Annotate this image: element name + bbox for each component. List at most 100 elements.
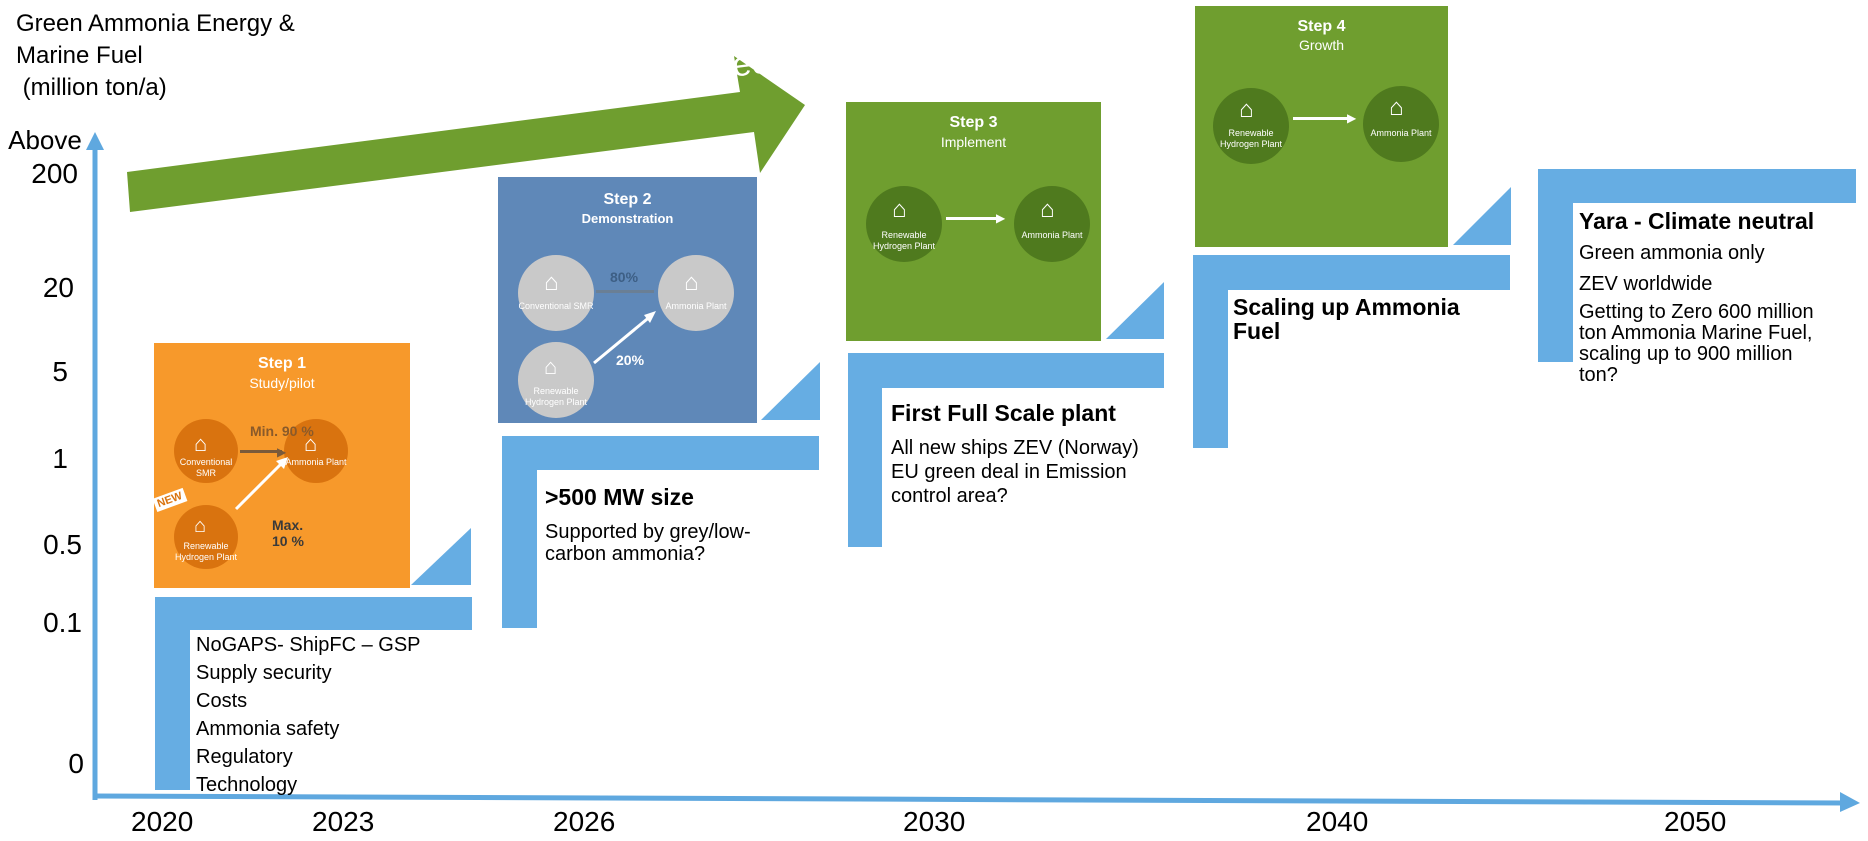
new-badge: NEW <box>152 488 188 512</box>
percent-80-label: 80% <box>610 269 639 285</box>
diagonal-arrow <box>234 457 288 511</box>
factory-icon: ⌂ <box>684 269 699 296</box>
step-3-title: Step 3 <box>949 114 998 131</box>
y-tick-200: 200 <box>31 158 78 189</box>
stage-5-line: ZEV worldwide <box>1579 273 1713 295</box>
arrow-line <box>240 450 282 453</box>
step-2-card: Step 2 Demonstration ⌂ Conventional SMR … <box>498 177 757 423</box>
y-tick-0-5: 0.5 <box>43 529 82 560</box>
ammonia-plant-label: Ammonia Plant <box>1370 128 1432 138</box>
x-axis-line <box>92 793 1846 806</box>
renewable-hydrogen-circle: ⌂ Renewable Hydrogen Plant <box>866 186 942 262</box>
renewable-hydrogen-label: Renewable Hydrogen Plant <box>524 386 588 407</box>
y-tick-0: 0 <box>68 748 84 779</box>
x-tick-2050: 2050 <box>1664 806 1727 837</box>
step-3-card: Step 3 Implement ⌂ Renewable Hydrogen Pl… <box>846 102 1101 341</box>
stair-step-4 <box>1193 255 1510 448</box>
ammonia-plant-label: Ammonia Plant <box>285 457 347 467</box>
stage-5-heading: Yara - Climate neutral <box>1579 208 1815 234</box>
stage-2-line: Supported by grey/low- <box>545 521 751 543</box>
factory-icon: ⌂ <box>304 431 318 456</box>
arrow-right-icon: ▶ <box>1347 111 1357 125</box>
conventional-smr-label: Conventional SMR <box>179 457 233 478</box>
stage-2-heading: >500 MW size <box>545 484 694 510</box>
ammonia-plant-circle: ⌂ Ammonia Plant <box>284 419 348 483</box>
stage-3-line: control area? <box>891 485 1008 507</box>
renewable-hydrogen-circle: ⌂ Renewable Hydrogen Plant <box>518 342 594 418</box>
stage-5-line: ton Ammonia Marine Fuel, <box>1579 322 1813 344</box>
diagonal-arrow <box>593 311 656 365</box>
x-tick-2020: 2020 <box>131 806 194 837</box>
stage-5-text: Yara - Climate neutral Green ammonia onl… <box>1579 208 1814 386</box>
stage-5-line: Green ammonia only <box>1579 242 1765 264</box>
arrow-right-icon: ▶ <box>277 445 287 459</box>
renewable-hydrogen-label: Renewable Hydrogen Plant <box>872 230 936 251</box>
step-2-subtitle: Demonstration <box>581 211 674 226</box>
y-axis-title-line: (million ton/a) <box>16 74 167 101</box>
x-tick-2030: 2030 <box>903 806 966 837</box>
factory-icon: ⌂ <box>1040 196 1055 223</box>
max-percent-label: Max. 10 % <box>272 517 304 549</box>
stage-4-heading-line: Scaling up Ammonia <box>1233 294 1460 320</box>
y-tick-0-1: 0.1 <box>43 607 82 638</box>
arrow-line <box>1293 117 1349 120</box>
x-tick-2040: 2040 <box>1306 806 1369 837</box>
renewable-hydrogen-label: Renewable Hydrogen Plant <box>1219 128 1283 149</box>
conventional-smr-label: Conventional SMR <box>518 301 594 311</box>
arrow-line <box>596 290 654 293</box>
arrow-line <box>946 217 998 220</box>
stair-triangle-1 <box>411 528 471 585</box>
ammonia-plant-label: Ammonia Plant <box>665 301 727 311</box>
x-axis-arrowhead <box>1840 792 1860 812</box>
stage-3-heading: First Full Scale plant <box>891 400 1116 426</box>
stage-1-line: Ammonia safety <box>196 718 340 740</box>
conventional-smr-circle: ⌂ Conventional SMR <box>518 255 594 331</box>
min-percent-label: Min. 90 % <box>250 423 314 439</box>
conventional-smr-circle: ⌂ Conventional SMR <box>174 419 238 483</box>
stage-3-text: First Full Scale plant All new ships ZEV… <box>891 400 1139 509</box>
step-3-subtitle: Implement <box>940 134 1007 150</box>
factory-icon: ⌂ <box>1239 96 1254 123</box>
y-axis-arrowhead <box>86 132 104 150</box>
factory-icon: ⌂ <box>544 269 559 296</box>
stair-step-5 <box>1538 169 1856 362</box>
step-1-card: Step 1 Study/pilot ⌂ Conventional SMR ⌂ … <box>152 343 410 588</box>
factory-icon: ⌂ <box>194 515 207 537</box>
stage-1-text: NoGAPS- ShipFC – GSP Supply security Cos… <box>196 632 421 798</box>
stage-1-line: NoGAPS- ShipFC – GSP <box>196 634 421 656</box>
stage-4-text: Scaling up Ammonia Fuel <box>1233 295 1460 343</box>
stage-1-line: Technology <box>196 774 298 796</box>
stair-triangle-2 <box>761 362 820 420</box>
factory-icon: ⌂ <box>194 431 208 456</box>
ammonia-plant-circle: ⌂ Ammonia Plant <box>1014 186 1090 262</box>
stair-triangle-3 <box>1106 282 1164 339</box>
arrow-right-icon: ▶ <box>996 211 1006 225</box>
step-1-title: Step 1 <box>257 355 306 372</box>
renewable-hydrogen-circle: ⌂ Renewable Hydrogen Plant <box>174 505 238 569</box>
stage-1-line: Regulatory <box>196 746 293 768</box>
factory-icon: ⌂ <box>1389 94 1404 121</box>
y-axis-title-line: Marine Fuel <box>16 42 143 69</box>
renewable-hydrogen-label: Renewable Hydrogen Plant <box>174 541 238 562</box>
policy-arrow <box>127 56 805 212</box>
stage-5-line: scaling up to 900 million <box>1579 343 1793 365</box>
stair-step-2 <box>502 436 819 628</box>
renewable-hydrogen-circle: ⌂ Renewable Hydrogen Plant <box>1213 88 1289 164</box>
ammonia-plant-circle: ⌂ Ammonia Plant <box>1363 86 1439 162</box>
stage-5-line: ton? <box>1579 364 1618 386</box>
ammonia-plant-circle: ⌂ Ammonia Plant <box>658 255 734 331</box>
stage-2-text: >500 MW size Supported by grey/low- carb… <box>545 484 751 567</box>
stage-5-line: Getting to Zero 600 million <box>1579 301 1814 323</box>
percent-20-label: 20% <box>616 352 645 368</box>
factory-icon: ⌂ <box>544 354 558 379</box>
stair-step-1 <box>155 597 472 790</box>
y-tick-20: 20 <box>42 272 74 303</box>
step-4-card: Step 4 Growth ⌂ Renewable Hydrogen Plant… <box>1195 6 1448 247</box>
x-tick-2026: 2026 <box>553 806 616 837</box>
stair-step-3 <box>848 353 1164 547</box>
y-tick-1: 1 <box>52 443 68 474</box>
y-axis-title: Green Ammonia Energy & Marine Fuel (mill… <box>16 8 295 104</box>
stage-3-line: All new ships ZEV (Norway) <box>891 437 1139 459</box>
step-4-subtitle: Growth <box>1298 37 1345 53</box>
